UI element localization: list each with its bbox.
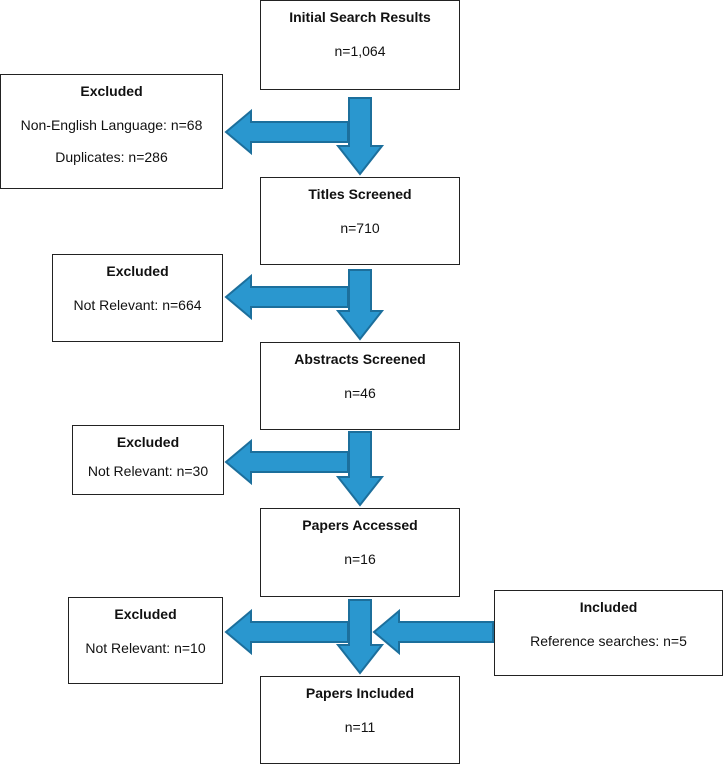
left-arrow-excluded-1: [224, 108, 349, 156]
excluded-box-language-duplicates: Excluded Non-English Language: n=68 Dupl…: [0, 74, 223, 189]
down-arrow-1: [335, 97, 385, 176]
box-line: Not Relevant: n=30: [87, 463, 209, 479]
excluded-box-titles: Excluded Not Relevant: n=664: [52, 254, 223, 342]
included-box-reference-searches: Included Reference searches: n=5: [494, 590, 723, 676]
box-title: Excluded: [114, 606, 177, 622]
box-title: Titles Screened: [308, 186, 412, 202]
box-line: Reference searches: n=5: [530, 633, 687, 649]
titles-screened-box: Titles Screened n=710: [260, 177, 460, 265]
down-arrow-3: [335, 431, 385, 507]
left-arrow-excluded-3: [224, 438, 349, 486]
box-title: Included: [579, 599, 638, 615]
down-arrow-4: [335, 599, 385, 675]
box-count: n=1,064: [334, 43, 386, 59]
left-arrow-excluded-2: [224, 273, 349, 321]
abstracts-screened-box: Abstracts Screened n=46: [260, 342, 460, 430]
box-title: Excluded: [106, 263, 169, 279]
box-title: Papers Accessed: [302, 517, 418, 533]
box-count: n=46: [344, 385, 376, 401]
box-count: n=710: [340, 220, 380, 236]
box-title: Excluded: [116, 434, 180, 450]
papers-accessed-box: Papers Accessed n=16: [260, 508, 460, 597]
box-count: n=16: [344, 551, 376, 567]
left-arrow-included: [372, 608, 494, 656]
box-title: Initial Search Results: [289, 9, 431, 25]
papers-included-box: Papers Included n=11: [260, 676, 460, 764]
box-title: Abstracts Screened: [294, 351, 426, 367]
box-title: Excluded: [80, 83, 143, 99]
box-title: Papers Included: [305, 685, 415, 701]
box-count: n=11: [344, 719, 376, 735]
excluded-box-papers: Excluded Not Relevant: n=10: [68, 597, 223, 684]
box-line: Duplicates: n=286: [55, 149, 168, 165]
box-line: Not Relevant: n=10: [85, 640, 206, 656]
left-arrow-excluded-4: [224, 608, 349, 656]
box-line: Not Relevant: n=664: [73, 297, 202, 313]
excluded-box-abstracts: Excluded Not Relevant: n=30: [72, 425, 224, 495]
box-line: Non-English Language: n=68: [20, 117, 203, 133]
initial-search-results-box: Initial Search Results n=1,064: [260, 0, 460, 90]
